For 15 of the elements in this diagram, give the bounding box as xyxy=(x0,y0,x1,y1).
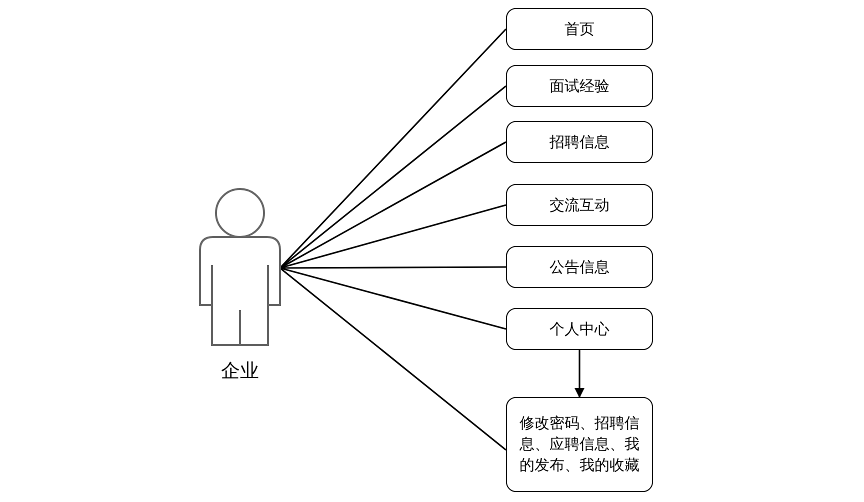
actor-label: 企业 xyxy=(220,359,260,384)
use-case-box: 面试经验 xyxy=(506,65,653,107)
use-case-box: 交流互动 xyxy=(506,184,653,226)
use-case-box: 公告信息 xyxy=(506,246,653,288)
connector-line xyxy=(280,204,506,269)
connector-line xyxy=(280,267,506,451)
use-case-box: 首页 xyxy=(506,8,653,50)
use-case-box: 个人中心 xyxy=(506,308,653,350)
use-case-box: 修改密码、招聘信息、应聘信息、我的发布、我的收藏 xyxy=(506,397,653,492)
connector-line xyxy=(280,266,506,269)
connector-line xyxy=(280,267,506,330)
use-case-box: 招聘信息 xyxy=(506,121,653,163)
connector-line xyxy=(279,28,507,269)
arrow xyxy=(574,350,584,398)
connector-line xyxy=(280,85,506,269)
